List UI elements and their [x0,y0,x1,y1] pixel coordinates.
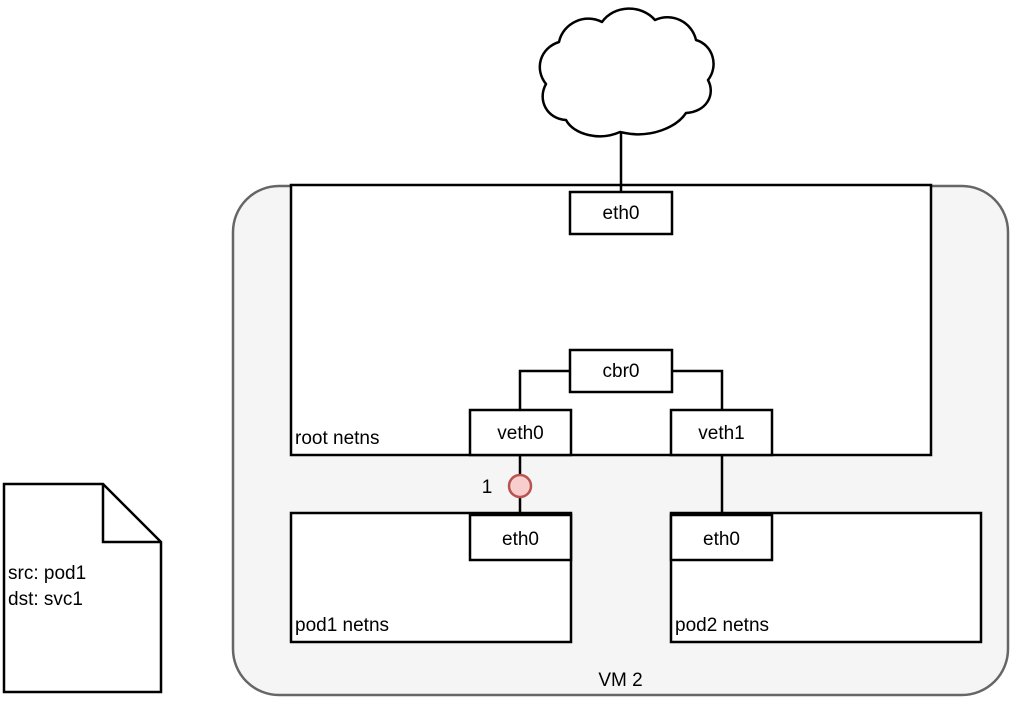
step-marker-1-icon[interactable] [507,473,533,499]
veth0-box[interactable] [468,408,573,457]
pod1-eth0-box[interactable] [468,513,573,562]
cbr0-to-veth1-link [672,369,724,410]
packet-note-shape[interactable] [2,482,163,694]
root-eth0-box[interactable] [568,190,674,236]
pod2-eth0-box[interactable] [669,513,774,562]
internet-cloud-icon[interactable] [538,7,715,138]
cbr0-box[interactable] [568,348,674,394]
packet-note-dst-label: dst: svc1 [8,589,83,610]
cbr0-to-veth0-link [518,369,570,410]
packet-note-fold-icon [101,484,161,544]
packet-note-src-label: src: pod1 [8,563,87,584]
veth1-box[interactable] [669,408,774,457]
